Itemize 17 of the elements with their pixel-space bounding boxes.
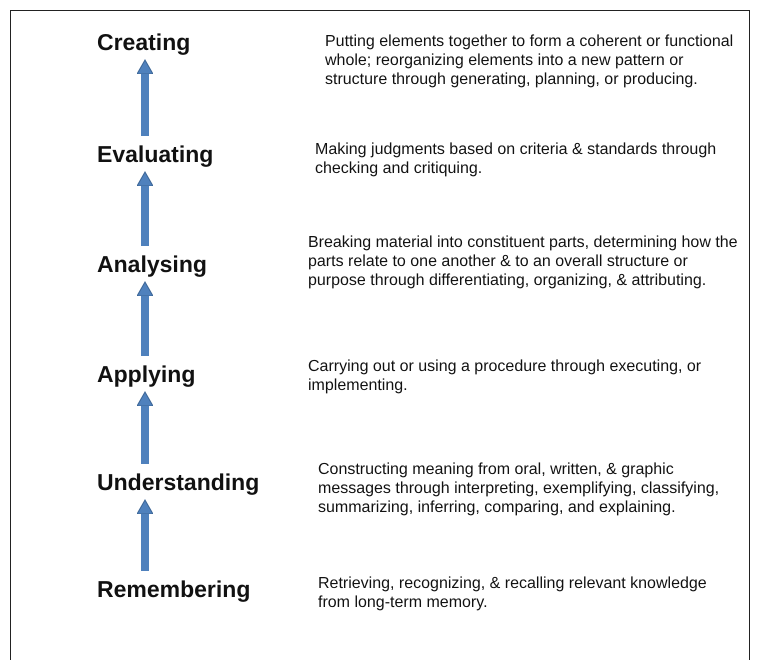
- level-description: Making judgments based on criteria & standards through checking and critiquing.: [315, 140, 718, 178]
- level-description: Constructing meaning from oral, written, & graphic messages through interpreting, exemplifying, classifying, summarizing, inferring, comparing, and explaining.: [318, 460, 720, 517]
- level-description: Retrieving, recognizing, & recalling relevant knowledge from long-term memory.: [318, 574, 708, 612]
- arrow: [136, 392, 154, 464]
- level-label: Applying: [97, 360, 302, 388]
- arrow: [136, 282, 154, 356]
- level-description: Carrying out or using a procedure through executing, or implementing.: [308, 357, 702, 395]
- level-description: Putting elements together to form a coherent or functional whole; reorganizing elements into a new pattern or structure through generating, planning, or producing.: [325, 32, 734, 89]
- level-description: Breaking material into constituent parts, determining how the parts relate to one another & to an overall structure or purpose through differentiating, organizing, & attributing.: [308, 233, 738, 290]
- level-label: Remembering: [97, 575, 302, 603]
- arrow: [136, 60, 154, 136]
- arrow: [136, 500, 154, 571]
- level-label: Analysing: [97, 250, 302, 278]
- level-label: Evaluating: [97, 140, 302, 168]
- level-label: Understanding: [97, 468, 302, 496]
- level-label: Creating: [97, 28, 302, 56]
- arrow: [136, 172, 154, 246]
